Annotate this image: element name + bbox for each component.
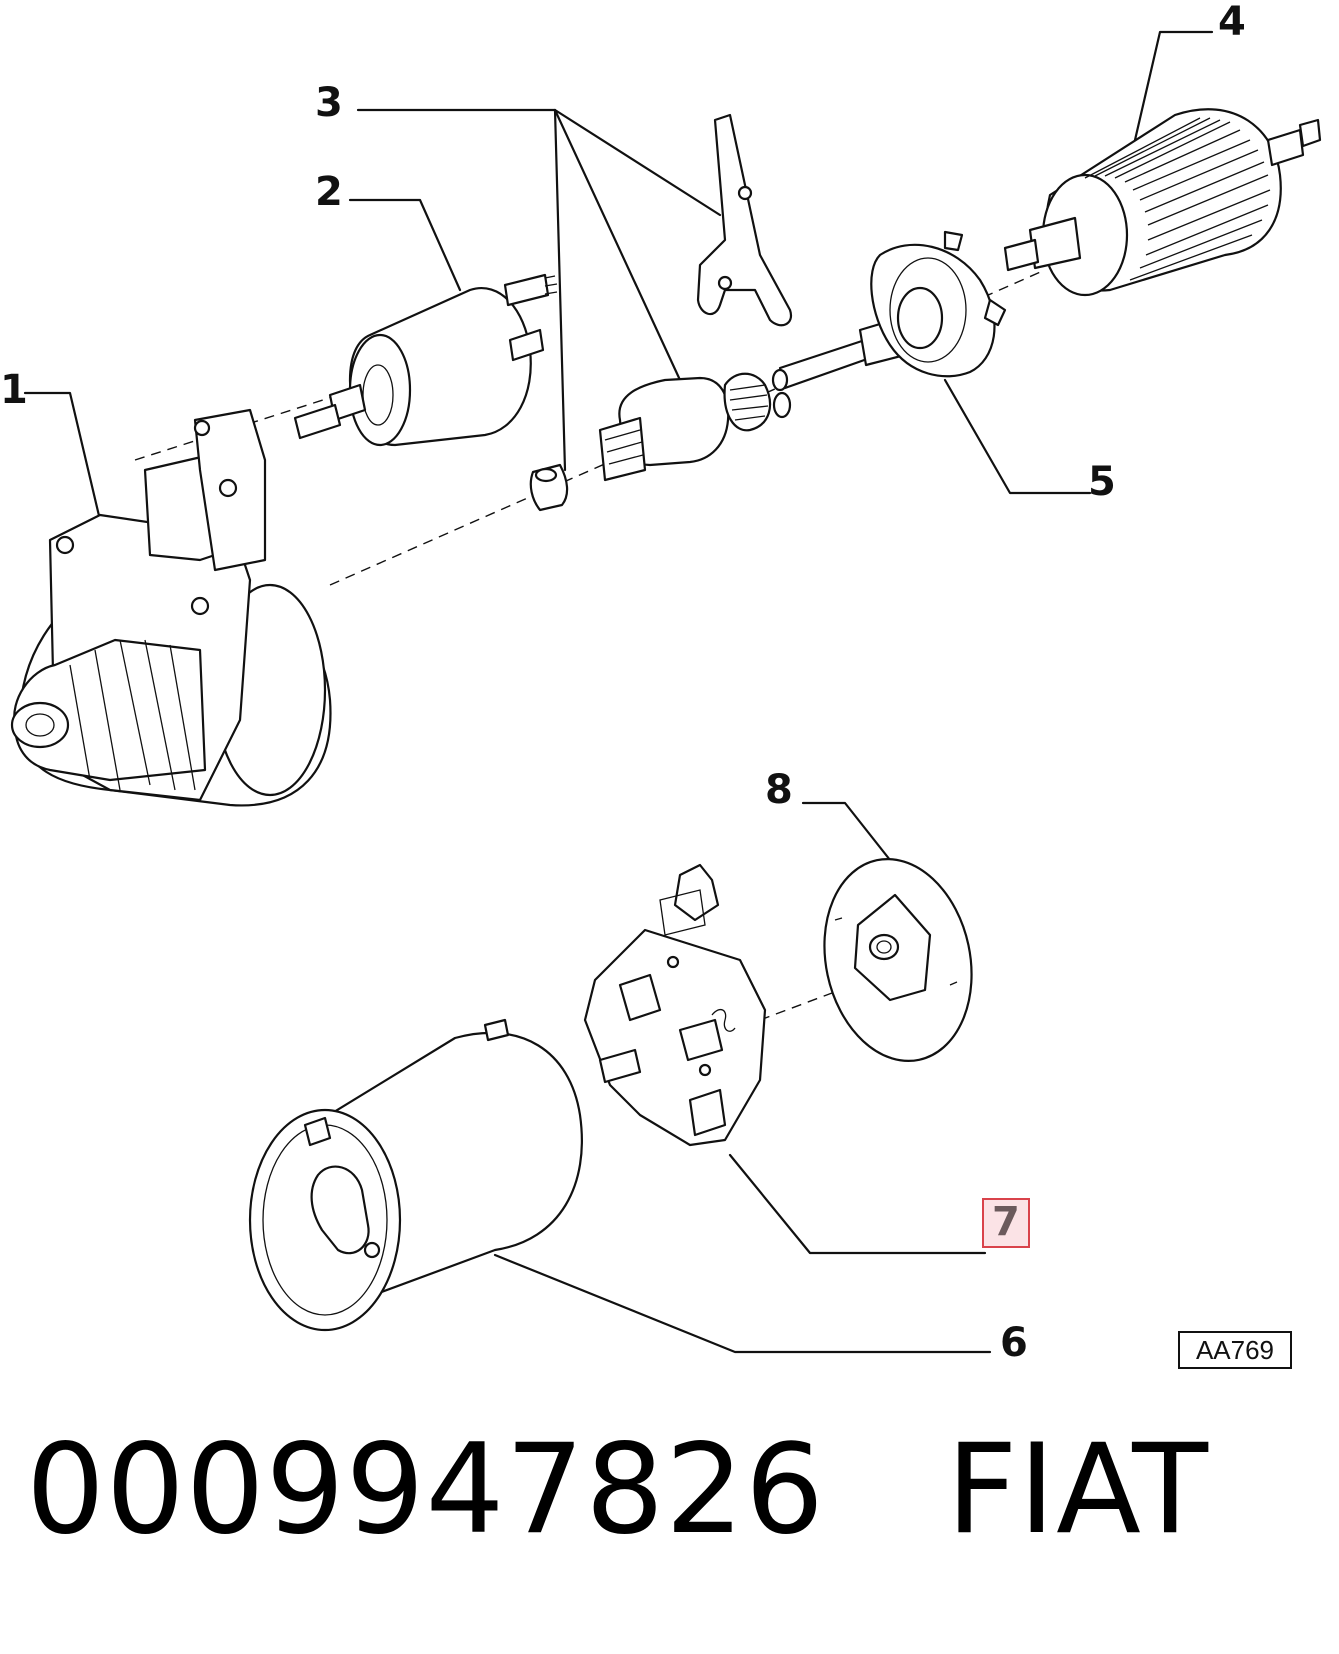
leader-lines — [23, 30, 1214, 1354]
brush-holder — [583, 863, 767, 1147]
caption-spacer — [825, 1418, 946, 1562]
callout-8[interactable]: 8 — [765, 767, 793, 813]
brand-name: FIAT — [946, 1418, 1210, 1562]
solenoid — [293, 273, 558, 447]
part-caption: 0009947826 FIAT — [26, 1428, 1209, 1552]
end-cover — [823, 858, 973, 1062]
callout-7[interactable]: 7 — [982, 1198, 1030, 1248]
intermediate-support — [771, 230, 1007, 392]
callout-1[interactable]: 1 — [0, 367, 28, 413]
callout-6[interactable]: 6 — [1000, 1320, 1028, 1366]
armature — [1003, 108, 1322, 297]
diagram-reference-code: AA769 — [1178, 1331, 1292, 1369]
callout-4[interactable]: 4 — [1218, 0, 1246, 45]
callout-3[interactable]: 3 — [315, 80, 343, 126]
callout-2[interactable]: 2 — [315, 169, 343, 215]
callout-5[interactable]: 5 — [1088, 459, 1116, 505]
part-number: 0009947826 — [26, 1418, 825, 1562]
exploded-diagram — [10, 30, 1322, 1354]
pinion-drive-assembly — [529, 113, 793, 512]
drive-end-housing — [10, 408, 332, 807]
yoke-housing — [248, 1018, 583, 1332]
